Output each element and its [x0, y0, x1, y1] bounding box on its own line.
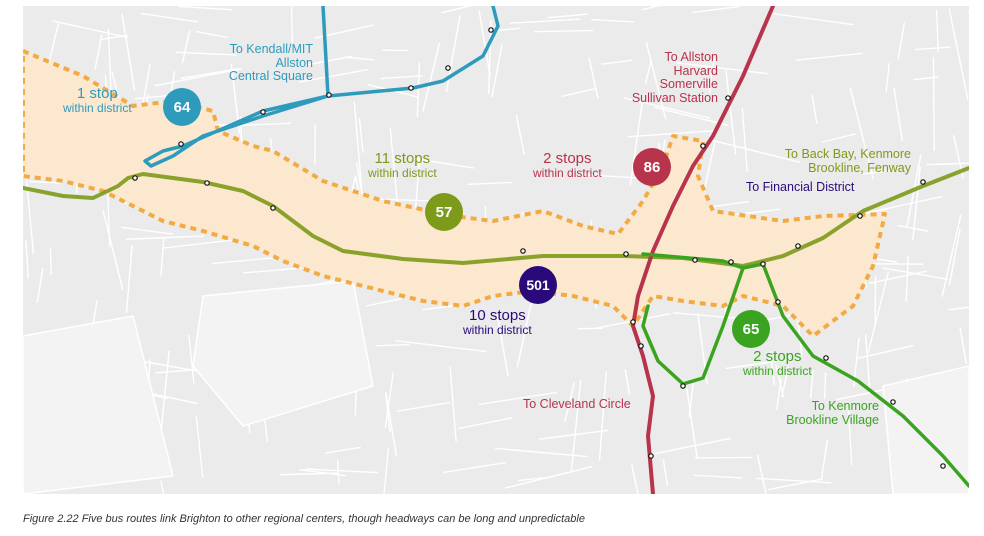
- route-65-badge[interactable]: 65: [732, 310, 770, 348]
- route-86-badge[interactable]: 86: [633, 148, 671, 186]
- route-64-stops-label: 1 stop within district: [63, 85, 132, 116]
- route-57-stops-count: 11 stops: [374, 150, 431, 167]
- route-501-destination: To Financial District: [746, 180, 855, 194]
- figure-caption: Figure 2.22 Five bus routes link Brighto…: [23, 513, 585, 525]
- map-canvas: [23, 6, 969, 494]
- route-57-dest-line: Brookline, Fenway: [808, 160, 911, 175]
- route-57-destination: To Back Bay, Kenmore Brookline, Fenway: [753, 147, 911, 175]
- route-65-stops-suffix: within district: [743, 364, 812, 379]
- route-57-stops-suffix: within district: [368, 166, 437, 181]
- route-86-dest-line: Somerville: [659, 77, 718, 91]
- district-area: [23, 49, 887, 338]
- route-64-dest-line: Central Square: [228, 69, 313, 83]
- route-65-stops-count: 2 stops: [753, 348, 802, 365]
- route-86-dest-line: Harvard: [673, 63, 718, 78]
- route-501-badge[interactable]: 501: [519, 266, 557, 304]
- route-86-destination: To Allston Harvard Somerville Sullivan S…: [598, 50, 718, 105]
- route-64-stops-suffix: within district: [63, 101, 132, 116]
- route-57-line: [23, 166, 969, 268]
- route-86-stops-label: 2 stops within district: [533, 150, 602, 181]
- route-65-dest-line: Brookline Village: [786, 412, 879, 427]
- route-64-dest-line: Allston: [275, 55, 313, 70]
- route-86-stops-count: 2 stops: [543, 150, 592, 167]
- route-64-badge[interactable]: 64: [163, 88, 201, 126]
- route-86-dest-line: To Allston: [664, 50, 718, 64]
- route-57-stops-label: 11 stops within district: [368, 150, 437, 181]
- map-frame: 64 1 stop within district To Kendall/MIT…: [23, 6, 969, 494]
- route-65-stops-label: 2 stops within district: [743, 348, 812, 379]
- route-57-badge[interactable]: 57: [425, 193, 463, 231]
- route-86-dest-line: Sullivan Station: [631, 90, 718, 105]
- route-86-stops-suffix: within district: [533, 166, 602, 181]
- route-501-stops-label: 10 stops within district: [463, 307, 532, 338]
- route-501-stops-suffix: within district: [463, 323, 532, 338]
- route-86-destination-2: To Cleveland Circle: [523, 397, 631, 411]
- route-65-dest-line: To Kenmore: [811, 399, 879, 413]
- route-57-dest-line: To Back Bay, Kenmore: [784, 147, 911, 161]
- route-64-line: [143, 6, 500, 168]
- route-86-line: [631, 6, 775, 494]
- route-64-destination: To Kendall/MIT Allston Central Square: [211, 42, 313, 84]
- stop-markers: [132, 27, 946, 469]
- route-65-line: [641, 252, 969, 488]
- route-65-destination: To Kenmore Brookline Village: [753, 399, 879, 427]
- route-501-stops-count: 10 stops: [468, 307, 526, 324]
- route-64-stops-count: 1 stop: [76, 85, 118, 102]
- route-64-dest-line: To Kendall/MIT: [229, 42, 313, 56]
